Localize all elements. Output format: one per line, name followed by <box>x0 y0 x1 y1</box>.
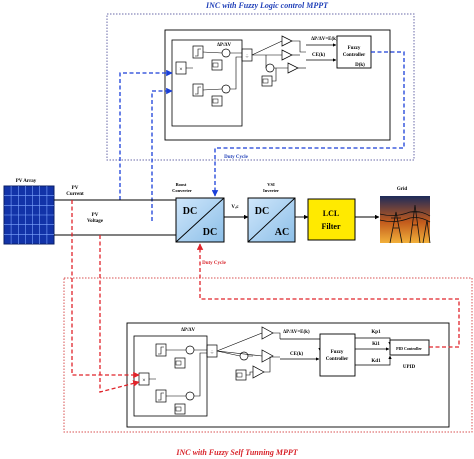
bottom-mppt-boundary <box>63 277 473 433</box>
svg-text:×: × <box>142 378 145 384</box>
top-dpdv-label: ΔP/ΔV <box>217 43 232 48</box>
lcl-filter-label-1: LCL <box>323 209 339 218</box>
top-mppt-title: INC with Fuzzy Logic control MPPT <box>205 1 329 10</box>
vsi-dc: DC <box>255 206 269 217</box>
bottom-sum-1 <box>185 345 195 355</box>
pv-array-panel <box>3 185 55 245</box>
bottom-gain-2 <box>261 349 274 363</box>
pv-current-label-2: Current <box>66 192 84 197</box>
top-fuzzy-label-2: Controller <box>343 53 366 58</box>
bottom-hold-block-3 <box>235 369 247 381</box>
top-gain-3 <box>287 62 299 74</box>
vsi-label-2: Inverter <box>263 188 279 193</box>
bottom-controller-block: ΔP/ΔV × ÷ ΔP/ΔV=E(k) CE(k) Fuzzy Control… <box>126 322 450 428</box>
top-hold-block-2 <box>211 95 223 107</box>
bottom-hold-block-2 <box>174 403 186 415</box>
upid-label: UPID <box>403 365 416 370</box>
top-ce-label: CE(k) <box>312 53 325 58</box>
top-fuzzy-label-1: Fuzzy <box>348 46 361 51</box>
svg-text:×: × <box>179 67 182 73</box>
vsi-inverter: DC AC <box>247 197 296 243</box>
top-mppt-boundary <box>106 13 415 161</box>
pv-voltage-label-1: PV <box>92 213 99 218</box>
top-gain-2 <box>281 49 293 61</box>
boost-dc-top: DC <box>183 206 197 217</box>
top-sum-2 <box>221 84 231 94</box>
grid-label: Grid <box>397 187 407 192</box>
boost-dc-bottom: DC <box>203 227 217 238</box>
grid-image <box>379 196 431 244</box>
bottom-sum-3 <box>239 351 249 361</box>
bottom-ce-label: CE(k) <box>290 352 303 357</box>
bottom-hold-block-1 <box>174 357 186 369</box>
bottom-fuzzy-controller <box>319 333 356 377</box>
bottom-fuzzy-label-1: Fuzzy <box>331 350 344 355</box>
svg-text:÷: ÷ <box>210 350 214 356</box>
bottom-mppt-title: INC with Fuzzy Self Tunning MPPT <box>175 448 298 457</box>
top-hold-block-3 <box>261 75 273 87</box>
vsi-ac: AC <box>275 227 289 238</box>
lcl-filter: LCL Filter <box>307 198 356 241</box>
pv-current-label-1: PV <box>72 186 79 191</box>
top-fuzzy-controller <box>336 35 372 69</box>
top-duty-cycle-label: Duty Cycle <box>224 155 249 160</box>
top-gain-1 <box>281 35 293 47</box>
power-lines <box>54 199 380 236</box>
bottom-fuzzy-label-2: Controller <box>326 357 349 362</box>
svg-text:÷: ÷ <box>245 54 249 60</box>
vdc-label: Vₒc <box>231 205 239 210</box>
bottom-kd-label: Kd1 <box>371 359 381 364</box>
bottom-kp-label: Kp1 <box>371 330 381 335</box>
pv-voltage-label-2: Voltage <box>87 219 104 224</box>
top-feedback-lines <box>119 51 405 221</box>
bottom-duty-cycle-label: Duty Cycle <box>202 261 227 266</box>
vsi-label-1: VSI <box>267 182 275 187</box>
boost-label-2: Converter <box>172 188 192 193</box>
bottom-gain-1 <box>261 326 274 340</box>
boost-label-1: Boost <box>176 182 187 187</box>
top-controller-block: ΔP/ΔV × ÷ ΔP/ΔV=E(k) CE(k) <box>164 29 391 141</box>
boost-converter: DC DC <box>175 197 225 243</box>
top-hold-block-1 <box>211 59 223 71</box>
bottom-ki-label: Ki1 <box>372 342 380 347</box>
bottom-feedback-lines <box>71 200 460 393</box>
pv-array-label: PV Array <box>16 179 37 184</box>
top-eq-label: ΔP/ΔV=E(k) <box>311 37 338 42</box>
top-dk-label: D(k) <box>355 63 365 68</box>
bottom-sum-2 <box>185 391 195 401</box>
pid-label: PID Controller <box>396 346 422 351</box>
bottom-dpdv-label: ΔP/ΔV <box>181 328 196 333</box>
lcl-filter-label-2: Filter <box>321 222 341 231</box>
top-sum-3 <box>265 63 275 73</box>
top-sum-1 <box>221 48 231 58</box>
bottom-eq-label: ΔP/ΔV=E(k) <box>283 330 310 335</box>
bottom-gain-3 <box>252 365 265 379</box>
